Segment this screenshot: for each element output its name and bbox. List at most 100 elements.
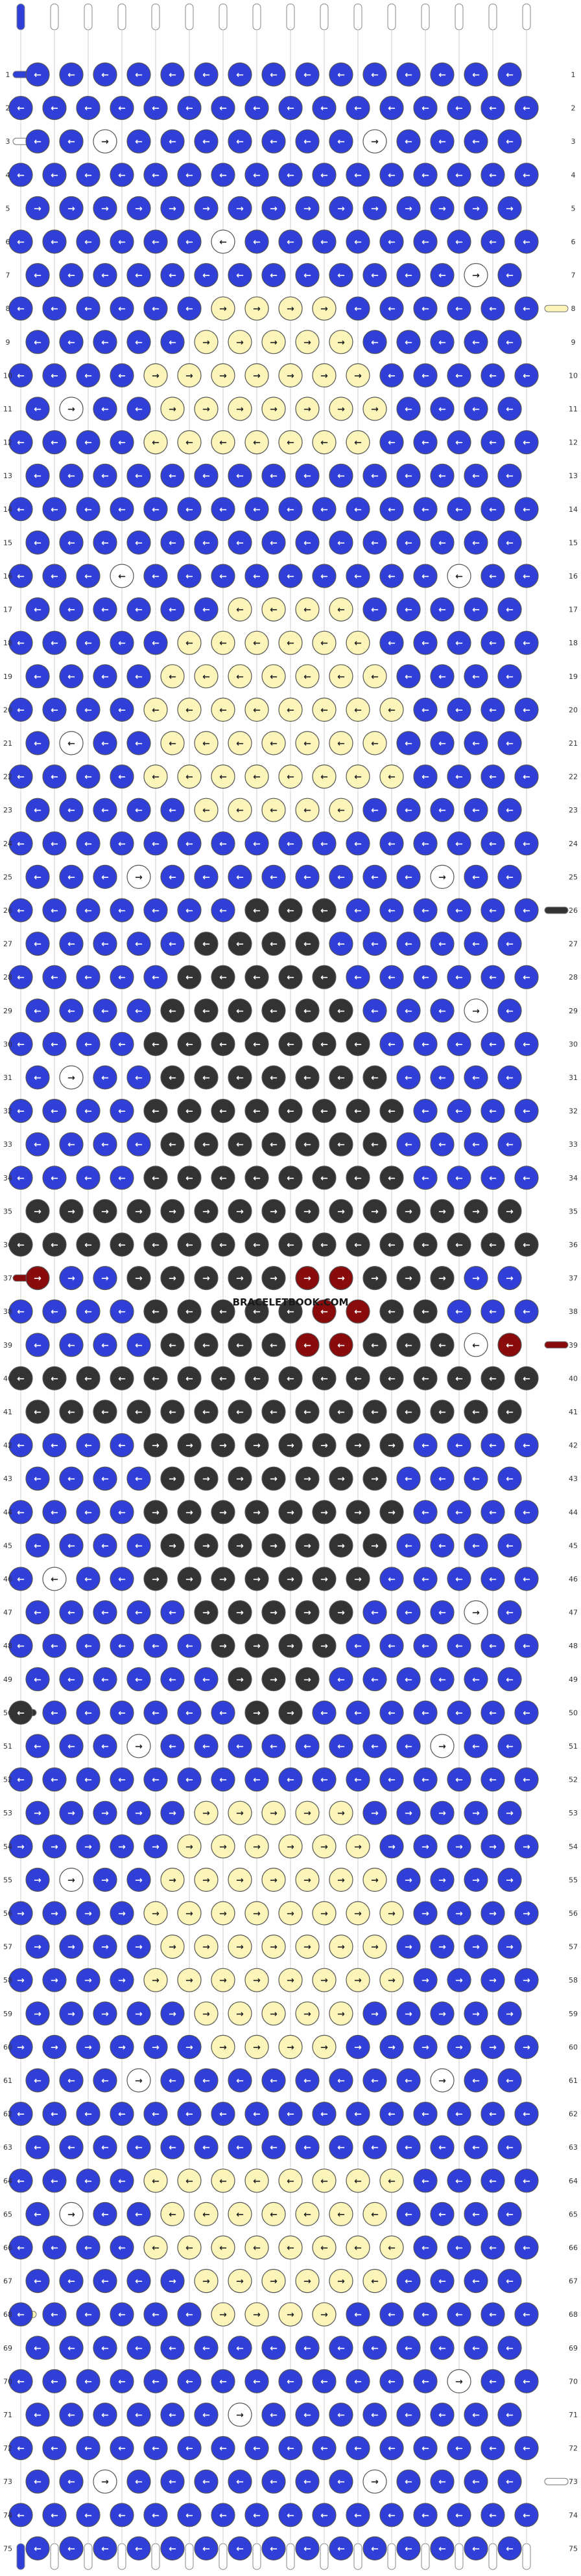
knot: ← — [329, 129, 353, 154]
knot-arrow-icon: ← — [17, 2110, 25, 2120]
knot-arrow-icon: ← — [489, 2444, 497, 2454]
knot: ← — [514, 163, 539, 187]
knot-circle — [194, 798, 219, 822]
knot: ← — [295, 597, 320, 622]
knot-arrow-icon: ← — [67, 338, 75, 348]
knot-arrow-icon: → — [202, 1541, 210, 1551]
knot-arrow-icon: → — [303, 338, 311, 348]
knot-arrow-icon: ← — [320, 2376, 328, 2387]
knot-circle — [126, 1132, 151, 1156]
knot-arrow-icon: ← — [472, 1140, 480, 1150]
row-number-right: 26 — [569, 906, 578, 915]
knot: → — [430, 1265, 455, 1291]
knot-arrow-icon: → — [421, 2042, 429, 2053]
knot-circle — [93, 62, 117, 87]
knot-arrow-icon: ← — [51, 1708, 58, 1718]
knot: ← — [228, 2068, 252, 2093]
knot-arrow-icon: ← — [388, 839, 396, 849]
knot: ← — [480, 1366, 505, 1390]
knot: → — [25, 2001, 50, 2026]
knot-arrow-icon: ← — [152, 104, 160, 114]
knot: ← — [211, 1700, 235, 1725]
knot: ← — [244, 630, 269, 655]
knot: → — [295, 2269, 320, 2294]
knot: ← — [329, 2336, 353, 2360]
knot: ← — [464, 1466, 488, 1491]
knot: ← — [514, 1433, 539, 1458]
knot-circle — [329, 931, 353, 956]
knot-circle — [413, 831, 438, 856]
knot-circle — [312, 163, 337, 187]
knot: ← — [346, 1031, 370, 1057]
row-number-right: 17 — [569, 606, 578, 614]
knot-arrow-icon: → — [320, 371, 328, 381]
knot-circle — [430, 664, 455, 689]
knot: ← — [160, 530, 185, 555]
knot: ← — [211, 2503, 235, 2527]
knot-arrow-icon: ← — [17, 1441, 25, 1451]
knot-circle — [177, 1166, 202, 1190]
knot-arrow-icon: ← — [202, 137, 210, 147]
knot-arrow-icon: ← — [303, 605, 311, 615]
knot: ← — [464, 2068, 488, 2093]
knot-arrow-icon: ← — [169, 471, 176, 481]
knot: ← — [261, 731, 286, 755]
knot: ← — [110, 2436, 134, 2461]
knot-circle — [76, 163, 101, 187]
knot-circle — [93, 196, 117, 220]
knot: ← — [25, 530, 50, 555]
knot: ← — [278, 163, 303, 187]
knot: → — [228, 330, 252, 354]
knot-circle — [329, 1132, 353, 1156]
knot-arrow-icon: ← — [84, 438, 92, 448]
knot-circle — [25, 731, 50, 755]
knot: → — [278, 363, 303, 388]
knot-arrow-icon: ← — [438, 2277, 446, 2287]
knot: ← — [295, 2536, 320, 2560]
knot: → — [295, 1600, 320, 1625]
row-number-right: 41 — [569, 1408, 578, 1416]
knot-arrow-icon: ← — [489, 705, 497, 715]
knot-arrow-icon: ← — [388, 2110, 396, 2120]
knot-arrow-icon: → — [438, 1808, 446, 1819]
knot: ← — [143, 229, 168, 254]
knot: ← — [25, 2402, 50, 2427]
knot: ← — [329, 62, 353, 87]
row-number-right: 53 — [569, 1809, 578, 1817]
knot: ← — [93, 2336, 117, 2360]
knot-arrow-icon: → — [388, 1441, 396, 1451]
knot: ← — [126, 530, 151, 555]
knot: → — [430, 1199, 455, 1224]
knot: → — [312, 2302, 337, 2327]
knot: → — [278, 2034, 303, 2059]
knot-arrow-icon: ← — [34, 471, 42, 481]
knot-circle — [514, 630, 539, 655]
knot-circle — [261, 998, 286, 1023]
knot: ← — [228, 664, 252, 689]
knot-arrow-icon: ← — [506, 739, 514, 749]
knot: ← — [194, 798, 219, 822]
knot-arrow-icon: ← — [219, 972, 227, 983]
knot: ← — [8, 1633, 33, 1658]
knot-arrow-icon: → — [523, 2042, 530, 2053]
knot-arrow-icon: ← — [506, 70, 514, 80]
knot-circle — [76, 96, 101, 121]
knot-arrow-icon: ← — [34, 1073, 42, 1083]
knot: ← — [143, 1299, 168, 1324]
knot: ← — [430, 397, 455, 421]
knot-arrow-icon: ← — [523, 1173, 530, 1184]
knot-circle — [379, 430, 404, 455]
knot-circle — [464, 731, 488, 755]
row-number-left: 10 — [3, 371, 12, 380]
knot-arrow-icon: ← — [472, 1340, 480, 1351]
knot-arrow-icon: ← — [67, 1340, 75, 1351]
knot: → — [93, 2001, 117, 2026]
knot: ← — [261, 2469, 286, 2494]
knot: → — [211, 2302, 235, 2327]
knot-circle — [76, 497, 101, 522]
knot: ← — [93, 731, 117, 755]
string-top-stub — [488, 3, 497, 30]
knot-arrow-icon: ← — [438, 605, 446, 615]
knot-circle — [177, 96, 202, 121]
row-number-right: 60 — [569, 2043, 578, 2051]
